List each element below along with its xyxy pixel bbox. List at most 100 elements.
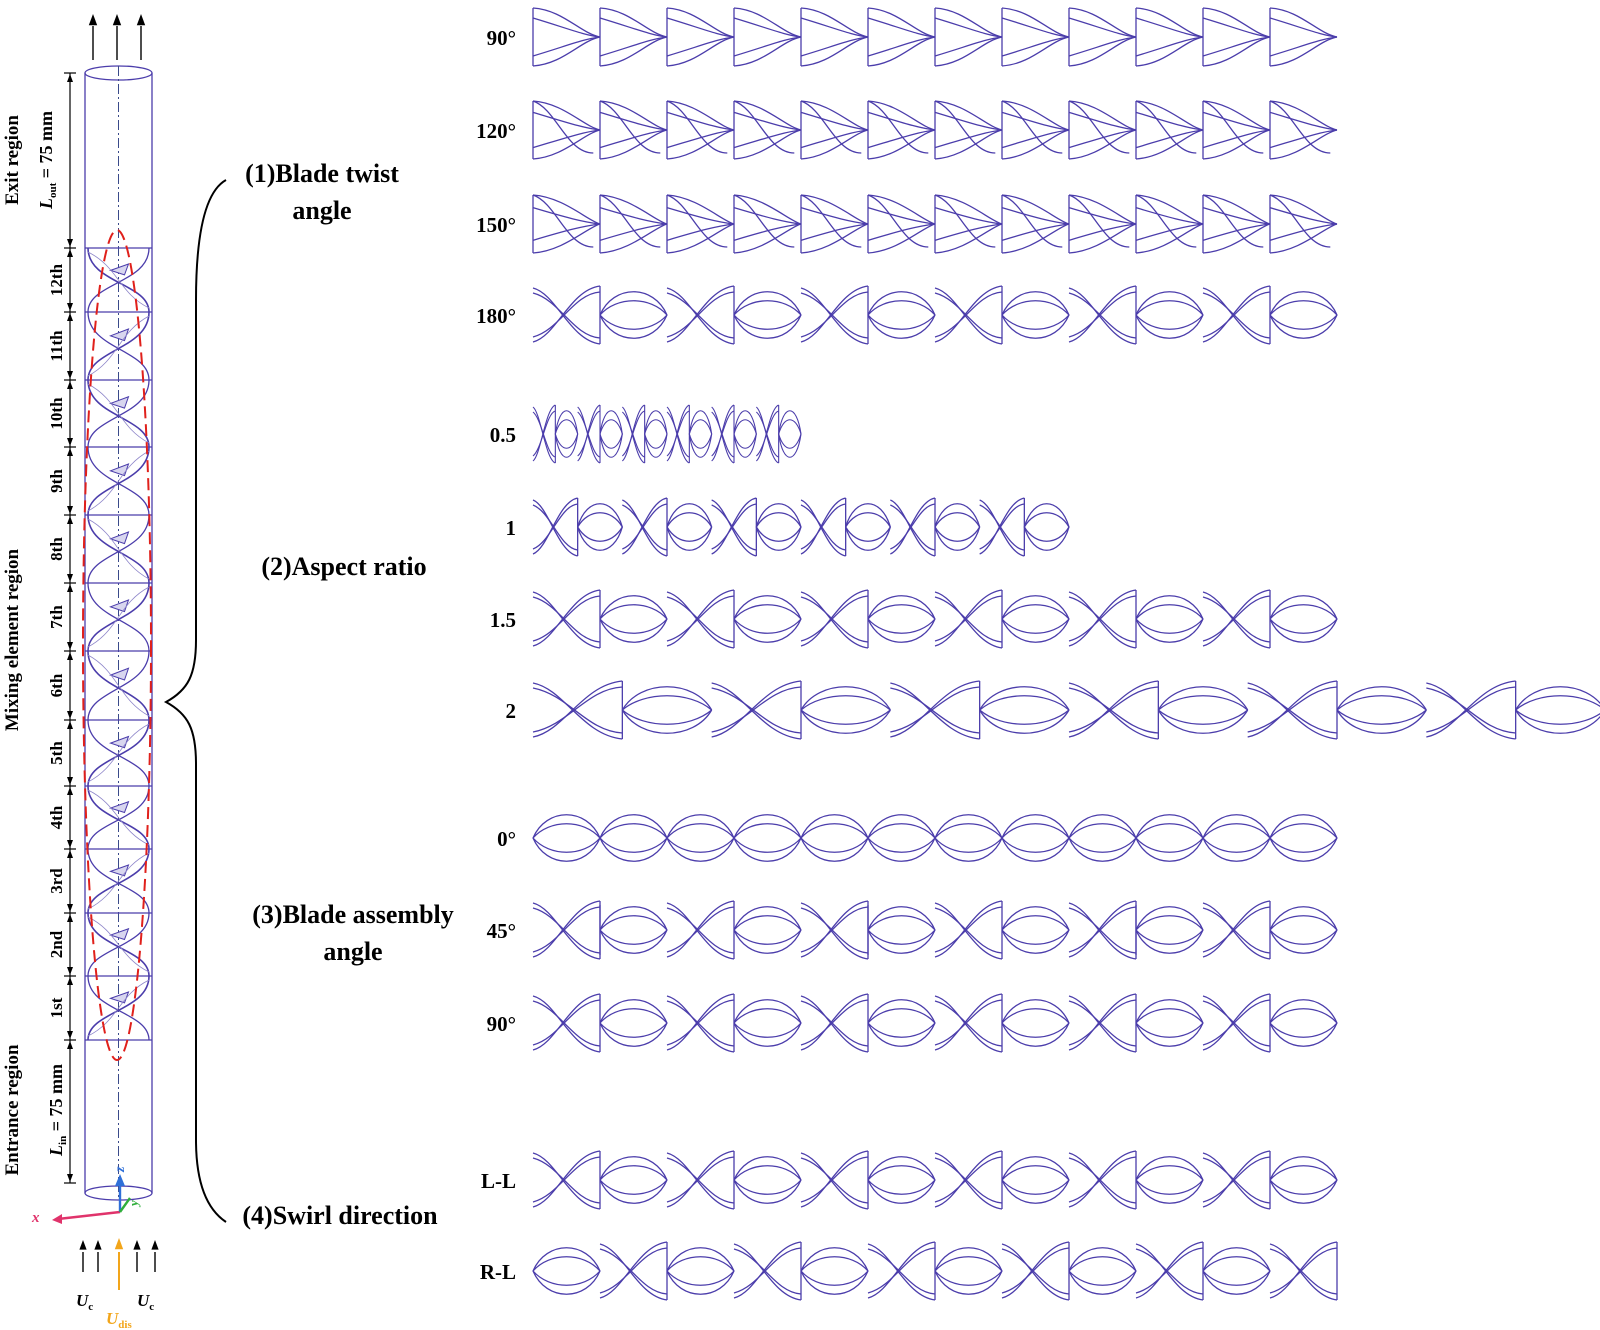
- blade-element: [800, 285, 869, 345]
- configuration-row: 2: [506, 680, 1600, 740]
- blade-element: [1202, 7, 1271, 67]
- blade-element: [532, 7, 601, 67]
- blade-element: [1001, 906, 1070, 954]
- blade-element: [1269, 999, 1338, 1047]
- blade-element: [979, 686, 1070, 734]
- configuration-row: 90°: [487, 7, 1338, 67]
- blade-element: [800, 1247, 869, 1295]
- blade-element: [1135, 999, 1204, 1047]
- row-label: 90°: [487, 26, 516, 50]
- blade-element: [1269, 7, 1338, 67]
- row-label: 150°: [476, 213, 516, 237]
- blade-element: [934, 993, 1003, 1053]
- blade-element: [1001, 7, 1070, 67]
- blade-element: [1135, 905, 1204, 955]
- blade-element: [800, 7, 869, 67]
- element-label: 2nd: [47, 930, 66, 958]
- blade-element: [532, 1150, 601, 1210]
- row-label: 2: [506, 699, 517, 723]
- mixing-element: [85, 975, 152, 1041]
- blade-element: [666, 100, 735, 160]
- mixing-element: [85, 247, 152, 313]
- blade-element: [666, 1247, 735, 1295]
- blade-element: [1001, 100, 1070, 160]
- group-title: angle: [323, 937, 382, 966]
- blade-element: [666, 1150, 735, 1210]
- blade-element: [733, 410, 757, 458]
- blade-element: [800, 686, 891, 734]
- blade-element: [1202, 900, 1271, 960]
- row-label: L-L: [481, 1169, 516, 1193]
- blade-element: [1068, 900, 1137, 960]
- blade-element: [599, 410, 623, 458]
- blade-element: [1269, 595, 1338, 643]
- mixing-element: [85, 379, 152, 448]
- coordinate-axes: xzy: [31, 1166, 141, 1226]
- blade-element: [622, 497, 668, 557]
- blade-element: [711, 497, 757, 557]
- blade-element: [1135, 291, 1204, 339]
- blade-element: [1336, 686, 1427, 734]
- blade-element: [666, 404, 690, 464]
- blade-element: [1135, 595, 1204, 643]
- blade-element: [867, 595, 936, 643]
- configuration-row: 1.5: [490, 589, 1338, 649]
- exit-region-label: Exit region: [2, 115, 23, 205]
- configuration-row: R-L: [480, 1241, 1338, 1301]
- blade-element: [755, 404, 780, 464]
- blade-element: [890, 497, 936, 557]
- blade-element: [532, 814, 601, 862]
- blade-element: [599, 814, 668, 862]
- blade-element: [666, 814, 735, 862]
- blade-element: [1202, 993, 1271, 1053]
- blade-element: [1068, 1150, 1137, 1210]
- blade-element: [1202, 1247, 1271, 1295]
- group-title: (4)Swirl direction: [242, 1201, 438, 1230]
- blade-element: [778, 410, 802, 458]
- blade-element: [1202, 589, 1271, 649]
- blade-element: [1001, 291, 1070, 339]
- blade-element: [867, 999, 936, 1047]
- blade-element: [532, 404, 556, 464]
- blade-element: [1068, 589, 1137, 649]
- blade-element: [577, 404, 601, 464]
- blade-element: [532, 100, 601, 160]
- blade-element: [599, 291, 668, 339]
- blade-element: [1135, 100, 1204, 160]
- mixing-element: [85, 719, 152, 787]
- blade-element: [934, 503, 981, 551]
- blade-element: [688, 410, 713, 458]
- continuous-phase-arrow: [79, 1240, 87, 1272]
- blade-element: [532, 680, 623, 740]
- configuration-row: 180°: [476, 285, 1338, 345]
- blade-element: [867, 1241, 936, 1301]
- blade-element: [733, 814, 802, 862]
- blade-element: [1515, 686, 1600, 734]
- configuration-row: 0.5: [490, 404, 802, 464]
- configuration-row: 0°: [497, 814, 1338, 862]
- element-label: 1st: [47, 997, 66, 1018]
- blade-element: [577, 503, 623, 551]
- blade-element: [1135, 7, 1204, 67]
- continuous-phase-arrow: [133, 1240, 141, 1272]
- outflow-arrow: [112, 14, 122, 60]
- blade-element: [733, 595, 802, 643]
- blade-element: [934, 1150, 1003, 1210]
- tube: [84, 65, 153, 1201]
- blade-element: [1068, 100, 1137, 160]
- blade-element: [532, 497, 579, 557]
- blade-element: [800, 194, 869, 254]
- element-label: 3rd: [47, 868, 66, 894]
- element-label: 11th: [47, 330, 66, 362]
- blade-element: [1068, 285, 1137, 345]
- configuration-row: 120°: [476, 100, 1338, 160]
- blade-element: [1202, 194, 1271, 254]
- x-axis-label: x: [31, 1210, 40, 1226]
- blade-element: [532, 194, 601, 254]
- row-label: 1: [506, 516, 517, 540]
- element-label: 7th: [47, 605, 66, 629]
- blade-element: [1001, 1156, 1070, 1204]
- blade-element: [1068, 1247, 1137, 1295]
- mixing-region-label: Mixing element region: [2, 548, 23, 731]
